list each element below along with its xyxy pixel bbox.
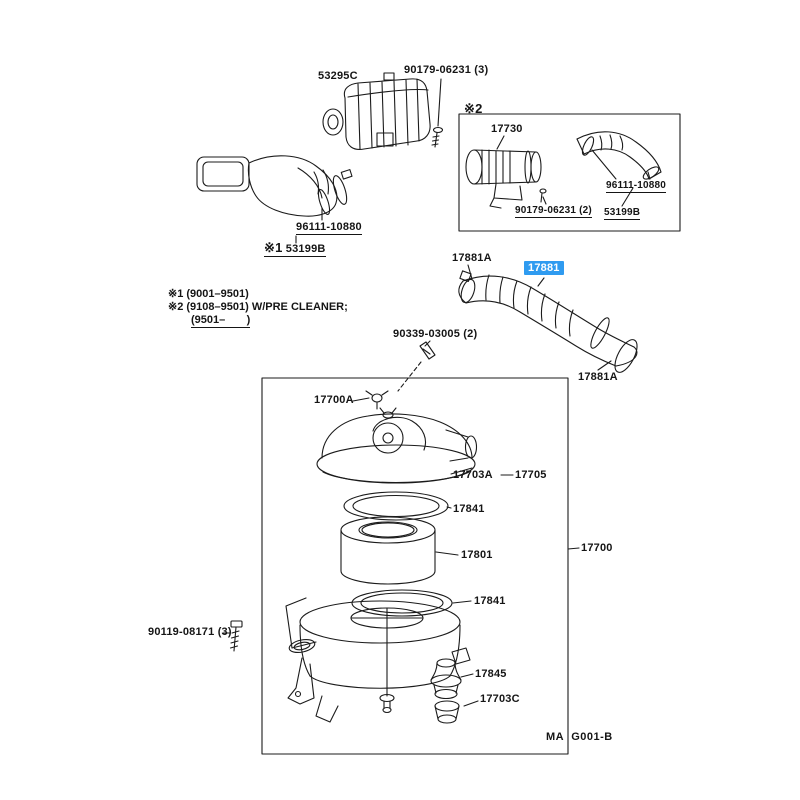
leader-lines xyxy=(222,78,651,707)
part-17845-drawing xyxy=(430,658,462,700)
filter-element-drawing xyxy=(340,516,436,585)
wing-fastener-17700a-drawing xyxy=(365,390,389,410)
applicability-notes: ※1 (9001–9501) ※2 (9108–9501) W/PRE CLEA… xyxy=(168,288,348,328)
part-label-17845[interactable]: 17845 xyxy=(475,668,507,680)
part-label-90339-03005[interactable]: 90339-03005 (2) xyxy=(393,328,478,340)
part-label-17841-upper[interactable]: 17841 xyxy=(453,503,485,515)
section-marker-2: ※2 xyxy=(464,101,483,116)
hose-17881-drawing xyxy=(458,270,638,373)
part-label-17703a[interactable]: 17703A xyxy=(453,469,493,481)
part-label-90179-06231-top[interactable]: 90179-06231 (3) xyxy=(404,64,489,76)
part-label-90179-06231-box[interactable]: 90179-06231 (2) xyxy=(515,205,592,218)
part-label-17700[interactable]: 17700 xyxy=(581,542,613,554)
part-label-17841-lower[interactable]: 17841 xyxy=(474,595,506,607)
part-label-53199b-left[interactable]: ※1 53199B xyxy=(264,240,326,257)
part-label-17881a-top[interactable]: 17881A xyxy=(452,252,492,264)
section-marker-1: ※1 xyxy=(264,240,283,255)
part-label-17881-selected[interactable]: 17881 xyxy=(524,261,564,275)
pre-cleaner-hose-drawing xyxy=(576,131,662,180)
part-label-53295c[interactable]: 53295C xyxy=(318,70,358,82)
part-number: 53199B xyxy=(285,243,326,255)
part-label-17705[interactable]: 17705 xyxy=(515,469,547,481)
part-label-17703c[interactable]: 17703C xyxy=(480,693,520,705)
note-line-3: (9501– ) xyxy=(191,314,251,328)
stud-90339-icon xyxy=(397,341,436,392)
pre-cleaner-pump-drawing xyxy=(465,149,547,209)
note-line-1: ※1 (9001–9501) xyxy=(168,288,249,300)
air-cleaner-box xyxy=(261,377,569,755)
part-label-53199b-box[interactable]: 53199B xyxy=(604,207,641,220)
part-17703c-drawing xyxy=(434,700,460,724)
part-label-17801[interactable]: 17801 xyxy=(461,549,493,561)
part-label-17700a[interactable]: 17700A xyxy=(314,394,354,406)
resonator-53295c-drawing xyxy=(322,72,431,150)
pre-cleaner-section-box xyxy=(458,113,681,232)
part-label-96111-10880-left[interactable]: 96111-10880 xyxy=(296,221,362,235)
bolt-90119-icon xyxy=(229,620,243,652)
part-label-17730[interactable]: 17730 xyxy=(491,123,523,135)
part-label-90119-08171[interactable]: 90119-08171 (3) xyxy=(148,626,232,638)
screw-90179-top-icon xyxy=(431,126,444,148)
cover-assembly-drawing xyxy=(316,407,478,484)
figure-code: MA G001-B xyxy=(546,731,613,743)
gasket-lower-drawing xyxy=(351,589,453,617)
part-label-96111-10880-box[interactable]: 96111-10880 xyxy=(606,180,667,193)
note-line-2: ※2 (9108–9501) W/PRE CLEANER; xyxy=(168,301,348,313)
intake-duct-drawing xyxy=(196,155,353,217)
gasket-upper-drawing xyxy=(343,491,449,521)
part-label-17881a-right[interactable]: 17881A xyxy=(578,371,618,383)
housing-lower-drawing xyxy=(285,597,471,723)
